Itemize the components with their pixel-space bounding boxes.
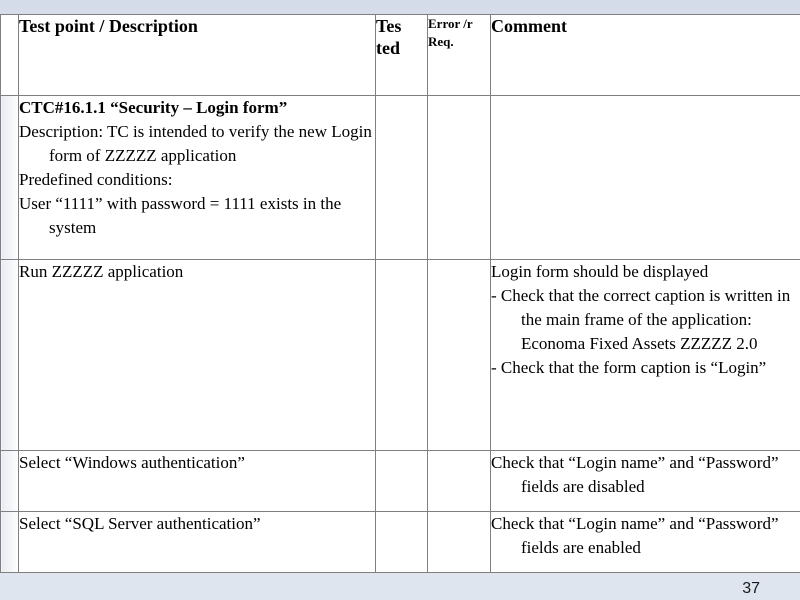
comment-line: - Check that the correct caption is writ… xyxy=(491,286,791,353)
table-row: CTC#16.1.1 “Security – Login form” Descr… xyxy=(0,95,800,260)
test-case-title: CTC#16.1.1 “Security – Login form” xyxy=(19,98,288,117)
tested-cell xyxy=(375,95,428,260)
tested-cell xyxy=(375,259,428,451)
description-line: Description: TC is intended to verify th… xyxy=(19,122,372,165)
comment-line: Check that “Login name” and “Password” f… xyxy=(491,453,779,496)
comment-line: Login form should be displayed xyxy=(491,262,709,281)
header-comment: Comment xyxy=(490,14,800,96)
row-marker xyxy=(0,95,19,260)
description-cell: Select “Windows authentication” xyxy=(18,450,376,512)
description-line: Run ZZZZZ application xyxy=(19,262,184,281)
header-description: Test point / Description xyxy=(18,14,376,96)
comment-line: - Check that the form caption is “Login” xyxy=(491,358,767,377)
comment-line: Check that “Login name” and “Password” f… xyxy=(491,514,779,557)
comment-cell: Check that “Login name” and “Password” f… xyxy=(490,450,800,512)
table-row: Select “Windows authentication” Check th… xyxy=(0,450,800,512)
description-cell: CTC#16.1.1 “Security – Login form” Descr… xyxy=(18,95,376,260)
comment-cell: Check that “Login name” and “Password” f… xyxy=(490,511,800,573)
row-marker xyxy=(0,259,19,451)
table-row: Select “SQL Server authentication” Check… xyxy=(0,511,800,573)
comment-cell xyxy=(490,95,800,260)
header-tested: Tes ted xyxy=(375,14,428,96)
description-cell: Select “SQL Server authentication” xyxy=(18,511,376,573)
description-line: Select “Windows authentication” xyxy=(19,453,245,472)
comment-cell: Login form should be displayed - Check t… xyxy=(490,259,800,451)
description-cell: Run ZZZZZ application xyxy=(18,259,376,451)
tested-cell xyxy=(375,511,428,573)
table-header-row: Test point / Description Tes ted Error /… xyxy=(0,14,800,96)
tested-cell xyxy=(375,450,428,512)
error-cell xyxy=(427,450,491,512)
table-row: Run ZZZZZ application Login form should … xyxy=(0,259,800,451)
test-case-table: Test point / Description Tes ted Error /… xyxy=(0,14,800,573)
error-cell xyxy=(427,511,491,573)
row-marker xyxy=(0,450,19,512)
description-line: User “1111” with password = 1111 exists … xyxy=(19,194,342,237)
error-cell xyxy=(427,259,491,451)
page-number: 37 xyxy=(742,580,760,597)
row-marker-header xyxy=(0,14,19,96)
header-error: Error /r Req. xyxy=(427,14,491,96)
description-line: Select “SQL Server authentication” xyxy=(19,514,261,533)
description-line: Predefined conditions: xyxy=(19,170,173,189)
row-marker xyxy=(0,511,19,573)
error-cell xyxy=(427,95,491,260)
